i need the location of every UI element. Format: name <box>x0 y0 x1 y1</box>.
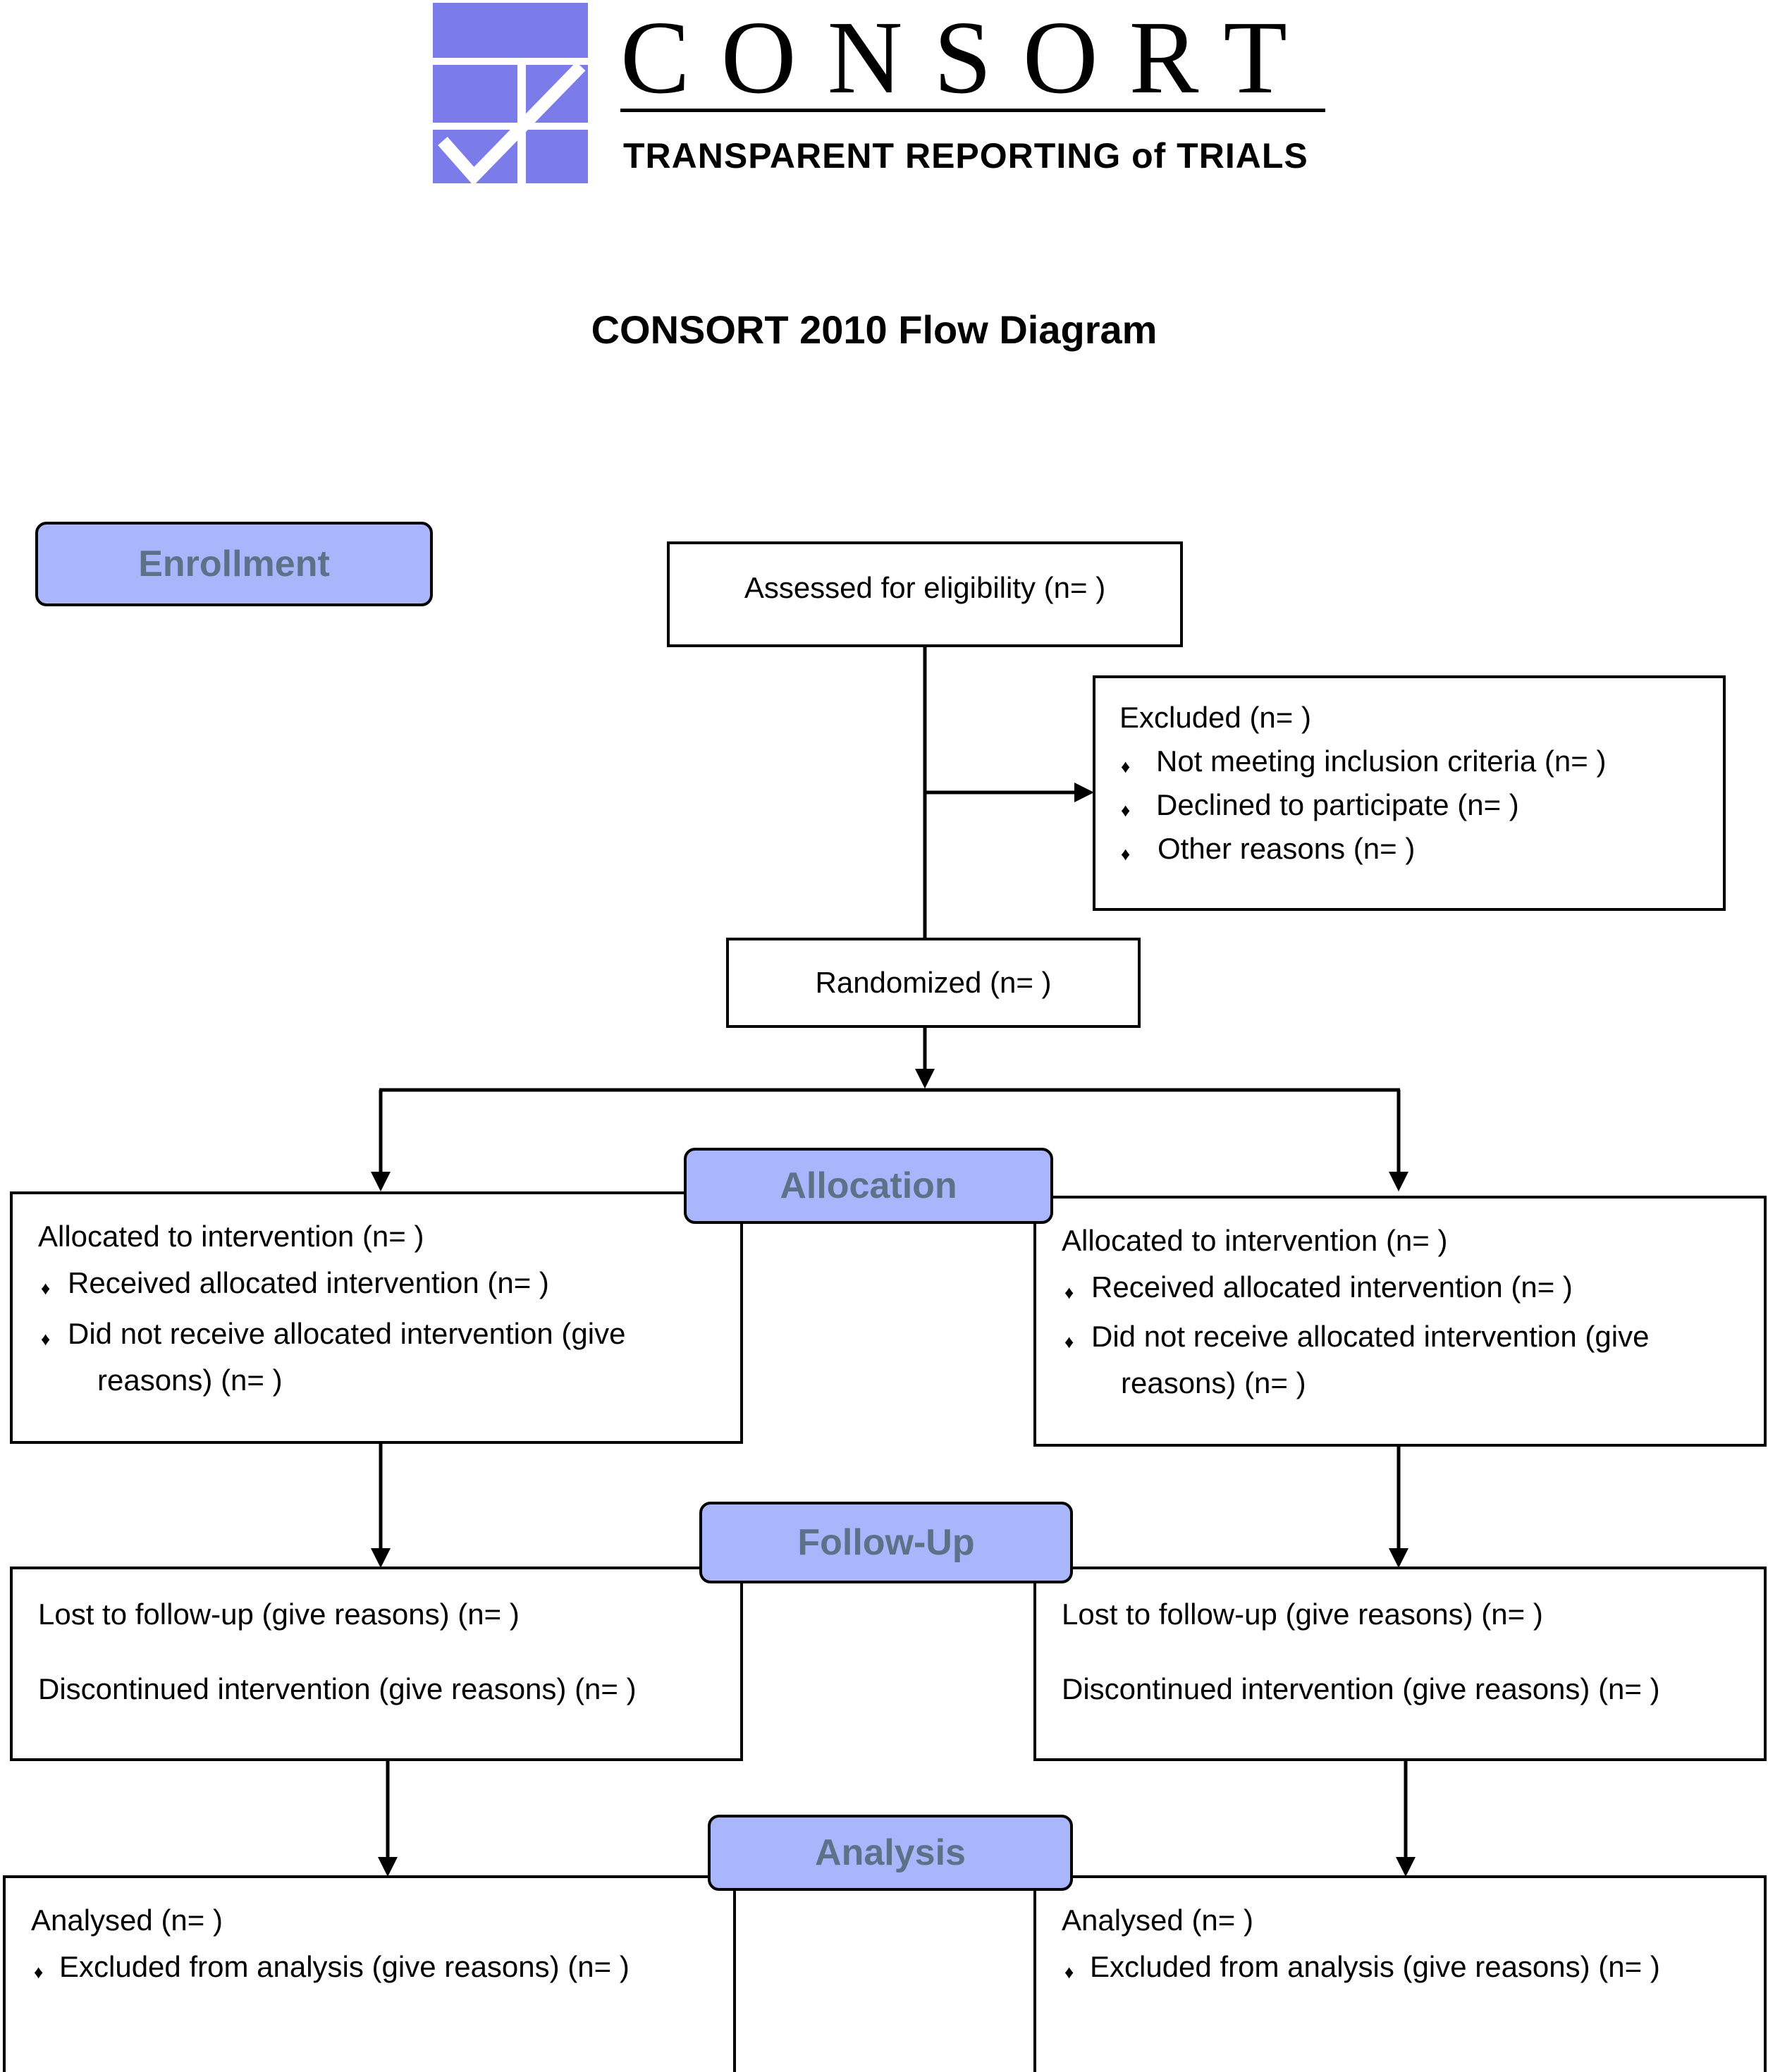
analysed-text: Analysed (n= ) <box>1062 1904 1253 1937</box>
received-text: Received allocated intervention (n= ) <box>1091 1270 1573 1304</box>
received-text: Received allocated intervention (n= ) <box>68 1266 549 1299</box>
excluded-item: Declined to participate (n= ) <box>1156 788 1519 821</box>
stage-label-analysis: Analysis <box>708 1815 1073 1891</box>
stage-label-enrollment: Enrollment <box>35 522 433 606</box>
bullet-icon: ♦ <box>1064 1331 1074 1352</box>
follow-up-box-left: Lost to follow-up (give reasons) (n= ) D… <box>10 1567 743 1761</box>
page-title: CONSORT 2010 Flow Diagram <box>591 307 1158 352</box>
bullet-icon: ♦ <box>1064 1282 1074 1303</box>
randomized-box: Randomized (n= ) <box>726 938 1141 1028</box>
randomized-text: Randomized (n= ) <box>815 966 1052 999</box>
brand-divider <box>620 109 1325 112</box>
assessed-eligibility-box: Assessed for eligibility (n= ) <box>667 541 1183 647</box>
consort-logo-icon <box>433 3 588 183</box>
excluded-item: Not meeting inclusion criteria (n= ) <box>1156 744 1607 778</box>
stage-label-follow-up: Follow-Up <box>699 1502 1073 1583</box>
excluded-item: Other reasons (n= ) <box>1158 832 1416 865</box>
brand-wordmark: CONSORT <box>620 0 1318 116</box>
not-received-text-cont: reasons) (n= ) <box>1121 1366 1306 1399</box>
discontinued-text: Discontinued intervention (give reasons)… <box>1062 1672 1660 1705</box>
bullet-icon: ♦ <box>1121 799 1131 821</box>
excluded-heading: Excluded (n= ) <box>1119 701 1311 734</box>
allocation-box-left: Allocated to intervention (n= ) ♦ Receiv… <box>10 1191 743 1444</box>
analysis-box-left: Analysed (n= ) ♦ Excluded from analysis … <box>3 1875 736 2072</box>
bullet-icon: ♦ <box>1121 843 1131 864</box>
discontinued-text: Discontinued intervention (give reasons)… <box>38 1672 637 1705</box>
bullet-icon: ♦ <box>1064 1961 1074 1982</box>
bullet-icon: ♦ <box>34 1961 44 1982</box>
analysis-box-right: Analysed (n= ) ♦ Excluded from analysis … <box>1033 1875 1767 2072</box>
excluded-analysis-text: Excluded from analysis (give reasons) (n… <box>1090 1950 1660 1983</box>
allocation-box-right: Allocated to intervention (n= ) ♦ Receiv… <box>1033 1196 1767 1447</box>
brand-tagline: TRANSPARENT REPORTING of TRIALS <box>623 136 1308 176</box>
excluded-box: Excluded (n= ) ♦ Not meeting inclusion c… <box>1093 675 1726 911</box>
bullet-icon: ♦ <box>1121 756 1131 777</box>
not-received-text-cont: reasons) (n= ) <box>97 1363 283 1397</box>
not-received-text: Did not receive allocated intervention (… <box>68 1317 626 1350</box>
lost-followup-text: Lost to follow-up (give reasons) (n= ) <box>1062 1598 1543 1631</box>
analysed-text: Analysed (n= ) <box>31 1904 223 1937</box>
not-received-text: Did not receive allocated intervention (… <box>1091 1320 1650 1353</box>
follow-up-box-right: Lost to follow-up (give reasons) (n= ) D… <box>1033 1567 1767 1761</box>
allocated-text: Allocated to intervention (n= ) <box>1062 1224 1448 1257</box>
bullet-icon: ♦ <box>41 1277 51 1299</box>
excluded-analysis-text: Excluded from analysis (give reasons) (n… <box>59 1950 630 1983</box>
stage-label-allocation: Allocation <box>684 1148 1053 1224</box>
allocated-text: Allocated to intervention (n= ) <box>38 1220 424 1253</box>
bullet-icon: ♦ <box>41 1328 51 1349</box>
assessed-eligibility-text: Assessed for eligibility (n= ) <box>744 571 1106 604</box>
lost-followup-text: Lost to follow-up (give reasons) (n= ) <box>38 1598 520 1631</box>
